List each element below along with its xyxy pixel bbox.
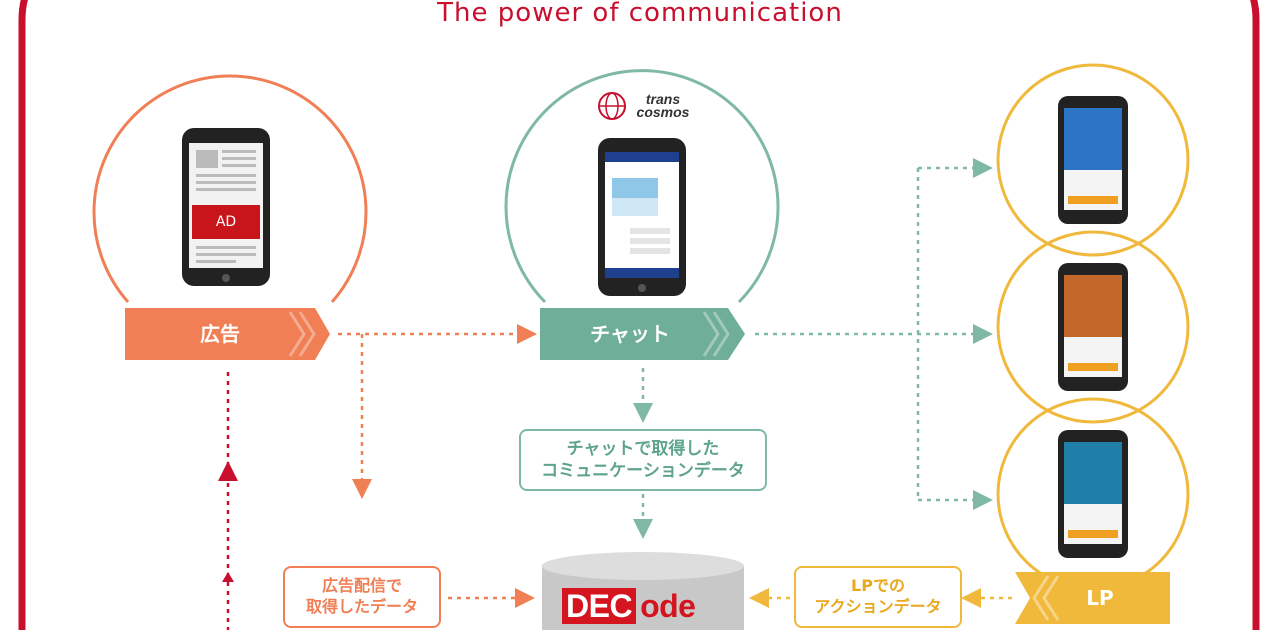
lp-data-line-2: アクションデータ bbox=[814, 597, 942, 616]
lp-phone-1 bbox=[1058, 96, 1128, 224]
ad-data-line-2: 取得したデータ bbox=[305, 597, 418, 616]
chat-label-bar bbox=[540, 308, 745, 360]
lp-data-line-1: LPでの bbox=[851, 576, 905, 596]
decode-logo-dec: DEC bbox=[562, 588, 637, 624]
ad-label-bar bbox=[125, 308, 330, 360]
ad-stage-label: 広告 bbox=[200, 322, 240, 346]
ad-circle bbox=[92, 74, 368, 303]
lp-circle-1 bbox=[996, 63, 1190, 257]
chat-phone bbox=[598, 138, 686, 296]
lp-label-bar bbox=[1015, 572, 1170, 624]
page-title: The power of communication bbox=[437, 0, 843, 28]
brand-top: trans bbox=[645, 91, 681, 107]
lp-circle-2 bbox=[996, 230, 1190, 424]
lp-data-box: LPでの アクションデータ bbox=[794, 566, 962, 628]
lp-phone-2 bbox=[1058, 263, 1128, 391]
arrow-icon bbox=[288, 311, 1060, 621]
brand-bottom: cosmos bbox=[636, 104, 690, 120]
lp-stage-label: LP bbox=[1086, 586, 1114, 610]
chat-data-box: チャットで取得した コミュニケーションデータ bbox=[519, 429, 767, 491]
chat-data-line-1: チャットで取得した bbox=[566, 438, 720, 459]
chat-data-line-2: コミュニケーションデータ bbox=[541, 461, 745, 481]
ad-badge: AD bbox=[215, 213, 237, 230]
feedback-arrow-head-2 bbox=[222, 572, 234, 582]
transcosmos-logo: trans cosmos bbox=[628, 92, 698, 120]
ad-phone bbox=[182, 128, 270, 286]
lp-phone-3 bbox=[1058, 430, 1128, 558]
chat-stage-label: チャット bbox=[590, 322, 670, 346]
chat-circle bbox=[504, 69, 780, 304]
decode-logo-ode: ode bbox=[640, 588, 696, 624]
ad-data-box: 広告配信で 取得したデータ bbox=[283, 566, 441, 628]
globe-icon bbox=[598, 92, 626, 120]
ad-data-line-1: 広告配信で bbox=[321, 576, 402, 596]
